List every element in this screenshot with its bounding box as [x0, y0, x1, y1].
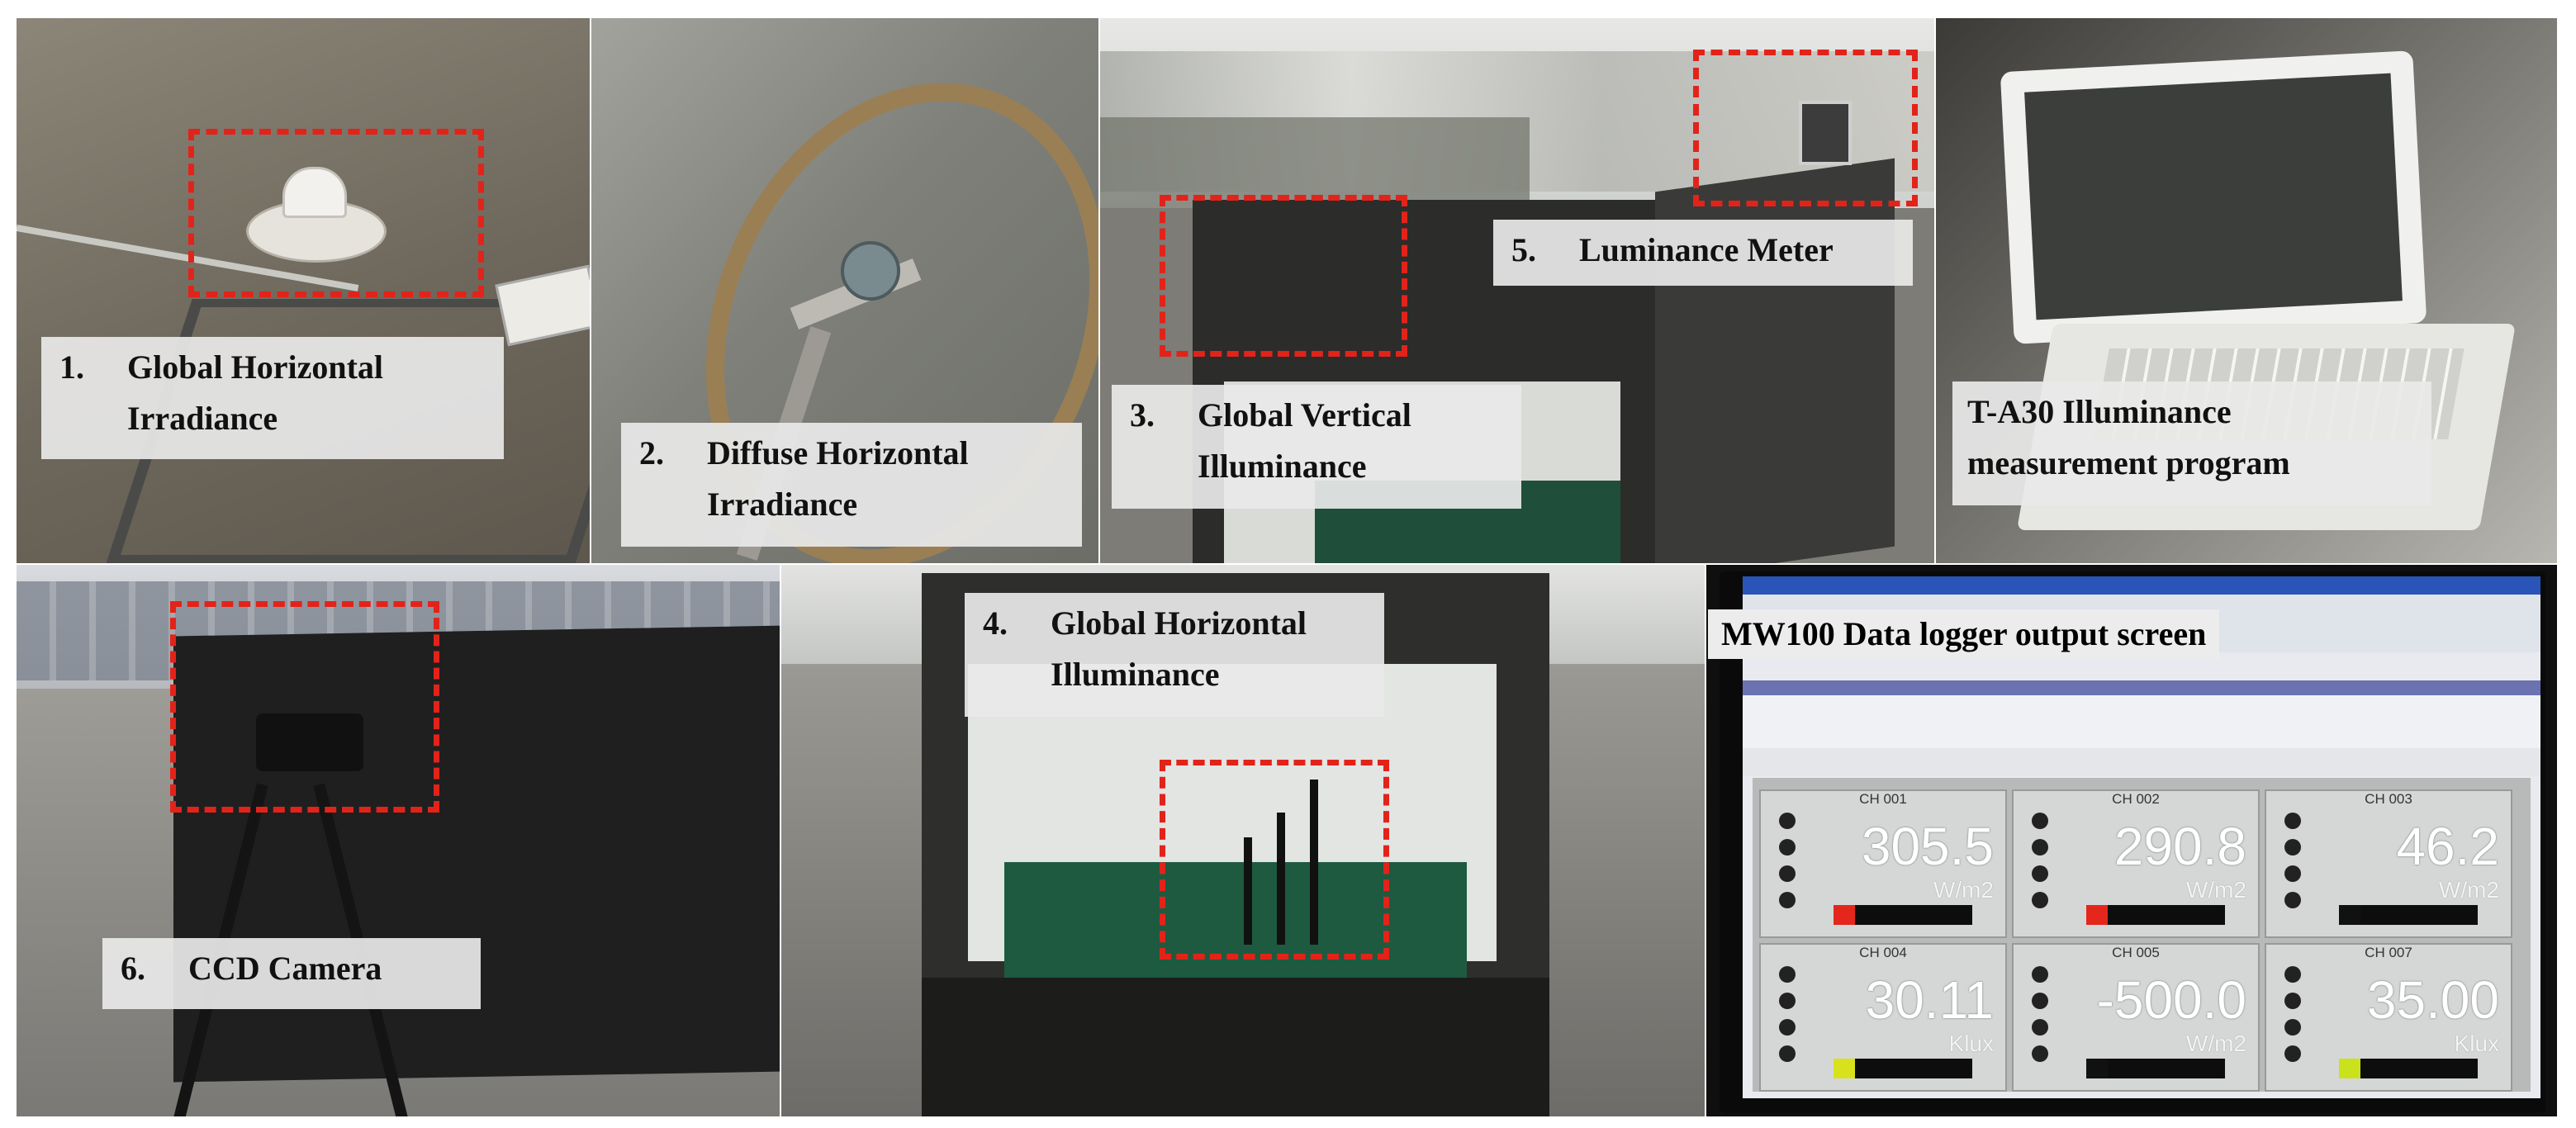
sensor-stand-1: [1277, 813, 1285, 945]
level-bar-fill: [2339, 1059, 2360, 1078]
label-luminance-meter: 5. Luminance Meter: [1493, 220, 1913, 286]
photo-global-horizontal-irradiance: 1. Global Horizontal Irradiance: [17, 18, 590, 563]
level-bar-fill: [1834, 905, 1855, 925]
logger-screen-title: MW100 Data logger output screen: [1708, 609, 2220, 659]
label-text-line2: Illuminance: [1198, 448, 1367, 485]
label-ccd-camera: 6. CCD Camera: [102, 938, 481, 1009]
label-text-line2: Illuminance: [1051, 656, 1220, 693]
channel-value: 305.5: [1861, 817, 1994, 876]
indicator-dots: [2032, 966, 2050, 1072]
label-text: Global Horizontal: [1051, 604, 1307, 642]
highlight-box-pyranometer: [188, 129, 484, 297]
level-bar-fill: [2339, 905, 2360, 925]
channel-unit: W/m2: [1933, 877, 1994, 903]
photo-laptop-program: T-A30 Illuminance measurement program: [1936, 18, 2557, 563]
label-global-vertical-illuminance: 3. Global Vertical Illuminance: [1112, 385, 1521, 509]
channel-label: CH 001: [1859, 791, 1907, 807]
label-text-line2: Irradiance: [127, 400, 278, 437]
level-bar: [2339, 905, 2478, 925]
channel-label: CH 003: [2365, 791, 2412, 807]
label-text-line2: measurement program: [1967, 444, 2290, 481]
label-number: 2.: [639, 434, 664, 472]
channel-label: CH 004: [1859, 945, 1907, 960]
monitor-header-strip: [1743, 680, 2540, 695]
channel-unit: Klux: [2454, 1031, 2499, 1056]
laptop-screen: [2024, 73, 2403, 320]
indicator-dots: [2284, 966, 2303, 1072]
level-bar-fill: [1834, 1059, 1855, 1078]
label-number: 3.: [1130, 396, 1155, 434]
label-text: Global Vertical: [1198, 396, 1411, 434]
ground-texture: [17, 18, 590, 563]
label-global-horizontal-irradiance: 1. Global Horizontal Irradiance: [41, 337, 504, 459]
label-number: 1.: [59, 348, 84, 386]
window-titlebar: [1743, 576, 2540, 595]
luminance-meter-device: [1799, 101, 1852, 165]
label-text: CCD Camera: [188, 950, 382, 987]
channel-value: 46.2: [2396, 817, 2499, 876]
level-bar: [2086, 1059, 2225, 1078]
highlight-box-horizontal-sensors: [1160, 760, 1389, 960]
channel-unit: Klux: [1948, 1031, 1994, 1056]
photo-ccd-camera: 6. CCD Camera: [17, 565, 780, 1116]
group-row: [1743, 748, 2540, 776]
pyranometer-dome: [282, 167, 347, 218]
indicator-dots: [1779, 813, 1797, 918]
label-global-horizontal-illuminance: 4. Global Horizontal Illuminance: [965, 593, 1384, 717]
highlight-box-ccd-camera: [170, 601, 439, 813]
photo-diffuse-horizontal-irradiance: 2. Diffuse Horizontal Irradiance: [591, 18, 1098, 563]
highlight-box-luminance-meter: [1693, 50, 1918, 206]
level-bar-fill: [2086, 905, 2108, 925]
label-text-line2: Irradiance: [707, 486, 858, 523]
label-number: 4.: [983, 604, 1008, 642]
label-number: 6.: [121, 950, 145, 987]
indicator-dots: [2032, 813, 2050, 918]
label-text: Diffuse Horizontal: [707, 434, 969, 472]
channel-value: -500.0: [2096, 970, 2246, 1030]
monitor-toolbar-2: [1743, 695, 2540, 748]
label-diffuse-horizontal-irradiance: 2. Diffuse Horizontal Irradiance: [621, 423, 1082, 547]
photo-global-vertical-illuminance: 5. Luminance Meter 3. Global Vertical Illu…: [1100, 18, 1934, 563]
label-laptop-program: T-A30 Illuminance measurement program: [1952, 382, 2431, 505]
label-text: Global Horizontal: [127, 348, 383, 386]
sensor-stand-2: [1310, 780, 1318, 945]
indicator-dots: [2284, 813, 2303, 918]
channel-label: CH 007: [2365, 945, 2412, 960]
channel-value: 35.00: [2366, 970, 2499, 1030]
label-text: Luminance Meter: [1579, 231, 1834, 268]
level-bar: [2339, 1059, 2478, 1078]
channel-value: 290.8: [2113, 817, 2246, 876]
level-bar: [2086, 905, 2225, 925]
photo-global-horizontal-illuminance: 4. Global Horizontal Illuminance: [781, 565, 1705, 1116]
box-lower-front: [922, 978, 1549, 1116]
label-number: 5.: [1511, 231, 1536, 268]
level-bar: [1834, 1059, 1972, 1078]
channel-unit: W/m2: [2185, 1031, 2246, 1056]
pyranometer-under-ring: [841, 241, 900, 301]
level-bar: [1834, 905, 1972, 925]
channel-label: CH 005: [2112, 945, 2160, 960]
highlight-box-vertical-sensor: [1160, 195, 1407, 357]
photo-data-logger-screen: MW100 Data logger output screen CH 001 30…: [1706, 565, 2557, 1116]
camera-body: [256, 713, 363, 771]
sensor-stand-3: [1244, 837, 1252, 945]
label-text: T-A30 Illuminance: [1967, 393, 2232, 430]
channel-value: 30.11: [1865, 970, 1994, 1030]
level-bar-fill: [2086, 1059, 2108, 1078]
channel-label: CH 002: [2112, 791, 2160, 807]
indicator-dots: [1779, 966, 1797, 1072]
channel-unit: W/m2: [2185, 877, 2246, 903]
channel-unit: W/m2: [2438, 877, 2499, 903]
